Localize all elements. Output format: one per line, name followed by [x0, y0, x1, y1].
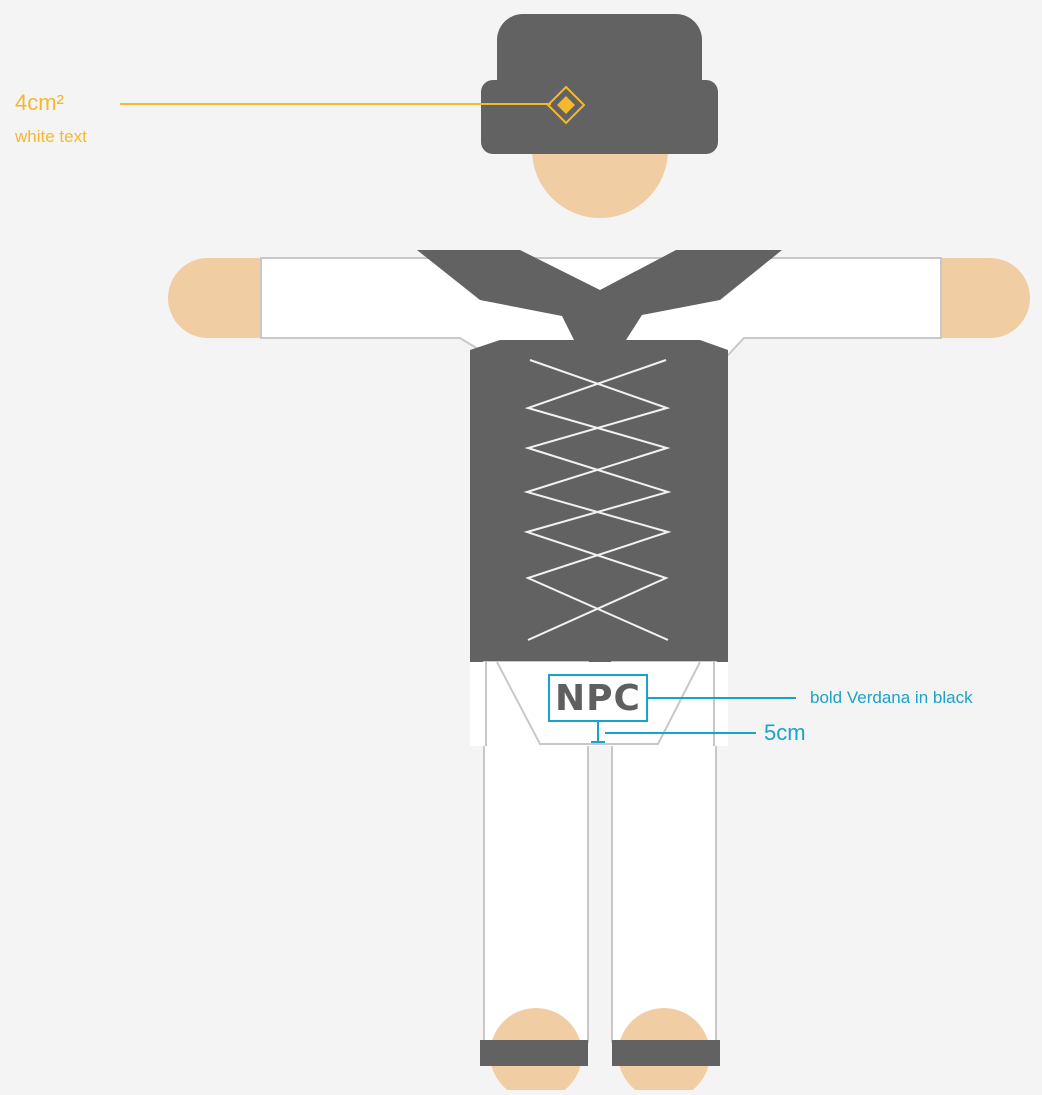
- npc-chest-label: NPC: [549, 675, 647, 721]
- hat: [481, 14, 718, 154]
- vest: [470, 340, 728, 662]
- hat-size-label: 4cm²: [15, 90, 64, 116]
- npc-font-note: bold Verdana in black: [810, 688, 973, 708]
- hat-note-label: white text: [15, 127, 87, 147]
- npc-gap-label: 5cm: [764, 720, 806, 746]
- feet: [480, 1008, 720, 1090]
